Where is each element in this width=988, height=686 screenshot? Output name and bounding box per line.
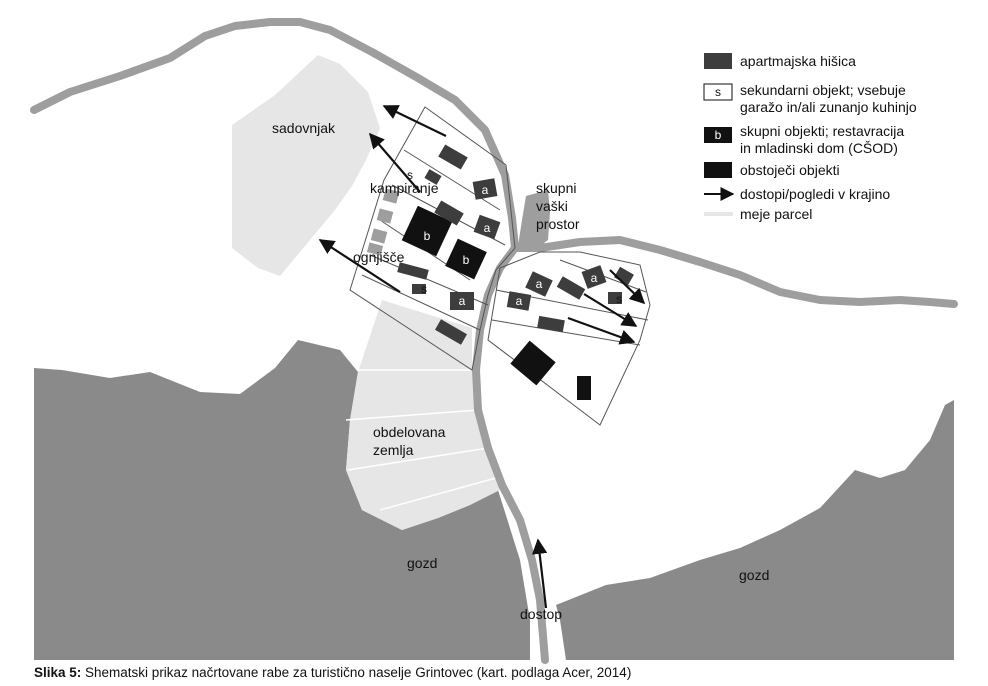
shared-letter: b bbox=[424, 229, 431, 243]
secondary-object bbox=[608, 292, 622, 304]
apartment-letter: a bbox=[484, 221, 491, 235]
legend-label-arrows: dostopi/pogledi v krajino bbox=[740, 186, 890, 202]
apartment-letter: a bbox=[536, 277, 543, 291]
label-gozd-left: gozd bbox=[407, 555, 437, 571]
apartment-house bbox=[472, 178, 498, 200]
label-zemlja: zemlja bbox=[373, 442, 414, 458]
apartment-houses: a a a a a a bbox=[450, 178, 607, 311]
map-legend: apartmajska hišica s sekundarni objekt; … bbox=[703, 53, 917, 222]
apartment-letter: a bbox=[459, 294, 466, 308]
view-arrow bbox=[318, 239, 401, 293]
figure-caption: Slika 5: Shematski prikaz načrtovane rab… bbox=[34, 665, 631, 680]
orchard-area bbox=[232, 55, 380, 276]
legend-symbol-apartment bbox=[704, 53, 732, 69]
existing-building bbox=[370, 228, 388, 244]
shared-buildings: b b bbox=[401, 205, 487, 280]
legend-symbol-secondary bbox=[703, 83, 733, 101]
apartment-house bbox=[525, 271, 553, 297]
apartment-letter: a bbox=[591, 271, 598, 285]
shared-building bbox=[445, 238, 487, 280]
secondary-letter: s bbox=[616, 292, 622, 306]
secondary-object bbox=[412, 284, 426, 294]
apartment-house bbox=[450, 292, 474, 310]
view-arrow bbox=[382, 105, 447, 137]
apartment-letter: a bbox=[482, 183, 489, 197]
access-arrows bbox=[318, 105, 646, 609]
label-prostor: prostor bbox=[536, 216, 580, 232]
secondary-object bbox=[434, 200, 464, 226]
view-arrow bbox=[567, 316, 636, 345]
secondary-letter: s bbox=[407, 168, 413, 182]
existing-building bbox=[366, 242, 384, 256]
secondary-object bbox=[537, 315, 565, 333]
secondary-letter: s bbox=[421, 282, 427, 296]
existing-building bbox=[510, 340, 556, 386]
label-skupni: skupni bbox=[536, 180, 576, 196]
view-arrow bbox=[609, 269, 646, 305]
existing-building bbox=[577, 376, 591, 400]
common-village-space bbox=[518, 190, 550, 250]
secondary-object bbox=[435, 319, 467, 345]
secondary-object bbox=[438, 144, 468, 170]
field-divisions bbox=[345, 369, 497, 511]
label-ognjisce: ognjišče bbox=[353, 249, 405, 265]
access-arrow bbox=[531, 538, 548, 609]
legend-letter-shared: b bbox=[715, 128, 722, 142]
label-gozd-right: gozd bbox=[739, 567, 769, 583]
legend-label-secondary-1: sekundarni objekt; vsebuje bbox=[740, 82, 906, 98]
legend-label-shared-1: skupni objekti; restavracija bbox=[740, 123, 904, 139]
caption-label: Slika 5: bbox=[34, 665, 82, 680]
apartment-house bbox=[473, 214, 501, 240]
apartment-house bbox=[581, 265, 607, 289]
existing-buildings bbox=[366, 188, 591, 400]
cultivated-area bbox=[346, 300, 500, 530]
legend-label-shared-2: in mladinski dom (CŠOD) bbox=[740, 140, 898, 156]
apartment-house bbox=[506, 291, 532, 311]
secondary-object bbox=[424, 169, 442, 185]
legend-symbol-existing bbox=[704, 162, 732, 178]
label-dostop: dostop bbox=[520, 606, 562, 622]
forest-right bbox=[556, 400, 954, 660]
existing-building bbox=[382, 188, 400, 204]
secondary-objects: s s s bbox=[397, 144, 634, 345]
label-obdelovana: obdelovana bbox=[373, 424, 446, 440]
apartment-letter: a bbox=[516, 294, 523, 308]
label-sadovnjak: sadovnjak bbox=[272, 120, 336, 136]
legend-letter-secondary: s bbox=[715, 85, 721, 99]
shared-building bbox=[401, 205, 453, 257]
secondary-object bbox=[556, 276, 586, 300]
secondary-object bbox=[397, 262, 429, 280]
view-arrow bbox=[368, 132, 421, 193]
label-vaski: vaški bbox=[536, 198, 568, 214]
legend-label-parcels: meje parcel bbox=[740, 206, 812, 222]
view-arrow bbox=[583, 293, 638, 327]
existing-building bbox=[376, 208, 394, 224]
roads bbox=[30, 18, 958, 664]
label-kampiranje: kampiranje bbox=[370, 180, 439, 196]
caption-text: Shematski prikaz načrtovane rabe za turi… bbox=[81, 665, 632, 680]
legend-label-existing: obstoječi objekti bbox=[740, 162, 840, 178]
forest-left bbox=[34, 340, 530, 660]
secondary-object bbox=[614, 266, 634, 286]
legend-label-apartment: apartmajska hišica bbox=[740, 53, 856, 69]
legend-symbol-shared bbox=[704, 127, 732, 143]
legend-label-secondary-2: garažo in/ali zunanjo kuhinjo bbox=[740, 99, 917, 115]
shared-letter: b bbox=[463, 253, 470, 267]
